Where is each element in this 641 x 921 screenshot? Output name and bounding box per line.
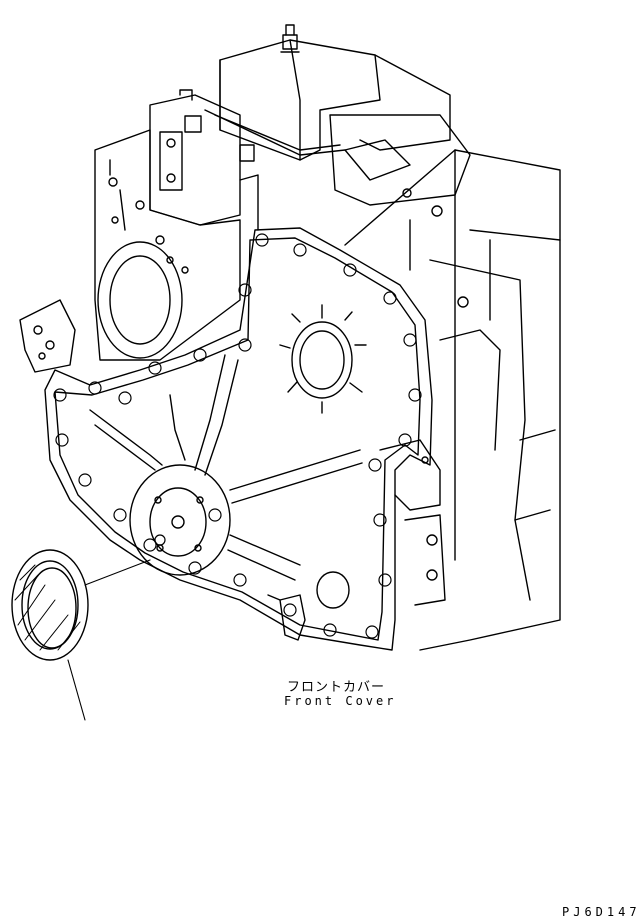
oil-seal-ring	[11, 549, 89, 661]
front-cover-plate	[44, 227, 433, 651]
valve-cover	[204, 39, 471, 217]
flywheel-housing	[94, 129, 241, 361]
lifting-bracket	[149, 89, 259, 231]
front-cover-label-jp: フロントカバー	[287, 680, 386, 695]
cover-bolts	[53, 233, 422, 639]
top-bolt	[280, 24, 300, 53]
cover-side-bracket	[379, 439, 446, 606]
side-bracket	[19, 299, 76, 373]
front-cover-label-en: Front Cover	[284, 694, 397, 708]
engine-block	[344, 149, 561, 651]
figure-code: PJ6D147	[562, 905, 641, 919]
leader-lines	[67, 559, 151, 721]
lower-tab	[267, 594, 306, 641]
